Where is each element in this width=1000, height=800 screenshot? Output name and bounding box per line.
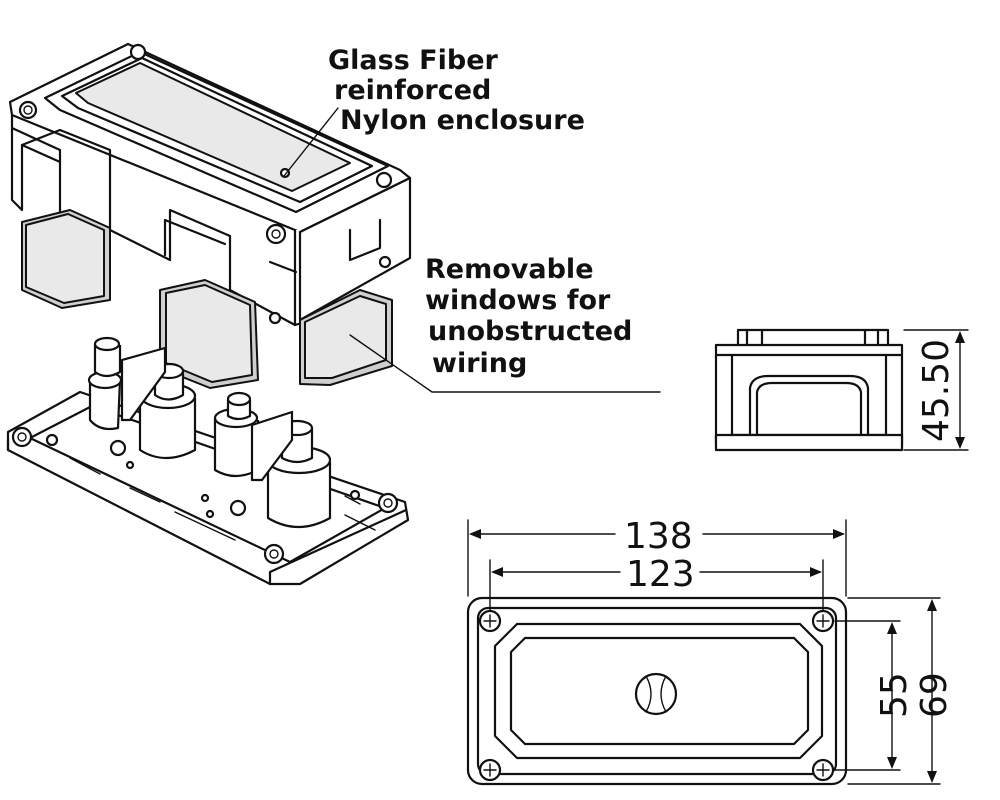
hole-height-label: 55 (874, 672, 915, 718)
corner-screw-top-right (811, 609, 835, 633)
base-plate-illustration (6, 390, 410, 586)
enclosure-cover-illustration (8, 42, 412, 327)
windows-callout-line-2: windows for (425, 285, 611, 316)
corner-screw-bottom-left (478, 758, 502, 782)
windows-callout-line-3: unobstructed (428, 316, 632, 347)
corner-screw-bottom-right (811, 758, 835, 782)
outer-width-dimension: 138 (467, 516, 847, 597)
windows-callout-line-1: Removable (425, 254, 594, 285)
enclosure-leader-line (283, 107, 339, 177)
enclosure-callout-line-1: Glass Fiber (328, 45, 499, 76)
corner-screw-top-left (478, 609, 502, 633)
terminal-studs-illustration (87, 336, 332, 528)
enclosure-callout-line-2: reinforced (334, 75, 491, 106)
outer-width-label: 138 (624, 516, 693, 557)
removable-windows-illustration (21, 209, 393, 389)
hole-width-dimension: 123 (489, 554, 824, 611)
side-view-drawing (714, 328, 904, 452)
windows-leader-line (349, 334, 661, 393)
enclosure-callout-line-3: Nylon enclosure (340, 105, 585, 136)
top-view-drawing (466, 596, 848, 786)
outer-height-dimension: 69 (847, 597, 955, 785)
height-dimension-label: 45.50 (916, 339, 957, 442)
outer-height-label: 69 (914, 672, 955, 718)
hole-height-dimension: 55 (834, 620, 915, 771)
height-dimension: 45.50 (903, 329, 969, 451)
hole-width-label: 123 (626, 554, 695, 595)
windows-callout-line-4: wiring (432, 348, 527, 379)
